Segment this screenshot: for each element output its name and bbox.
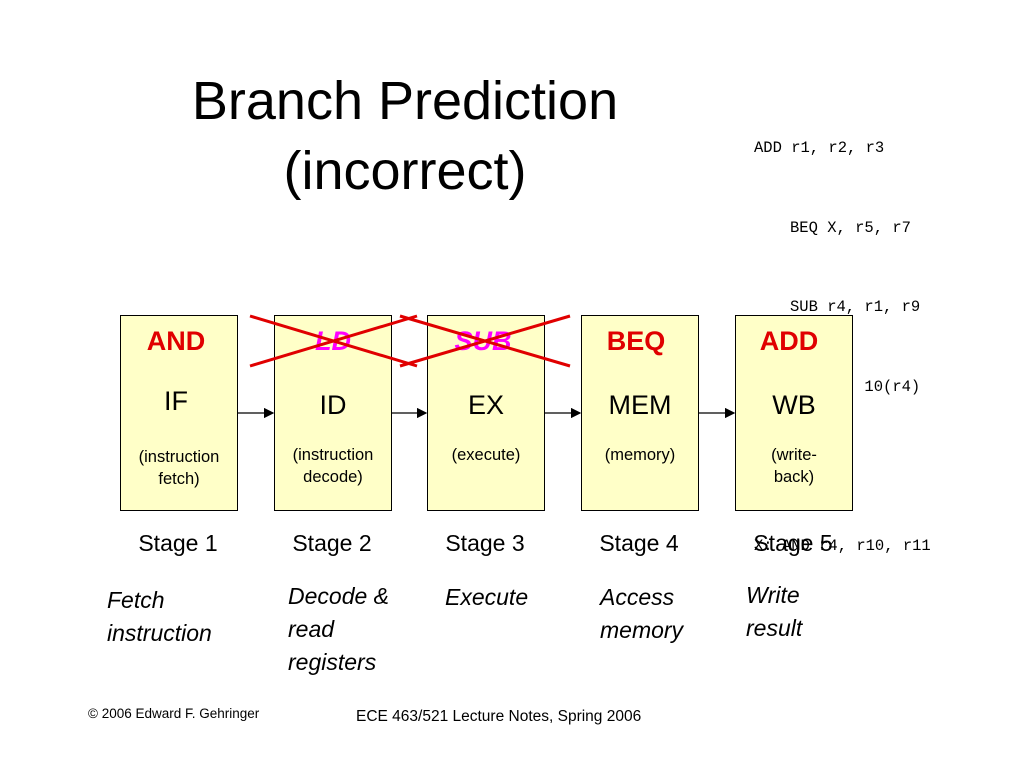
- stage-instruction-beq: BEQ: [606, 326, 666, 356]
- stage-label-2: Stage 2: [292, 530, 372, 556]
- stage-action-5: Write result: [746, 579, 802, 645]
- stage-label-5: Stage 5: [753, 530, 833, 556]
- title-line-2: (incorrect): [283, 141, 527, 201]
- stage-label-1: Stage 1: [138, 530, 218, 556]
- stage-action-2-line2: read: [288, 616, 335, 642]
- stage-desc-wb-line1: (write-: [771, 446, 817, 464]
- stage-abbr-wb: WB: [772, 390, 816, 420]
- cross-ld-line-b: [249, 314, 418, 368]
- code-line-1: ADD r1, r2, r3: [754, 139, 885, 157]
- stage-action-1-line2: instruction: [107, 620, 212, 646]
- stage-label-3: Stage 3: [445, 530, 525, 556]
- code-listing: ADD r1, r2, r3 BEQ X, r5, r7 SUB r4, r1,…: [754, 82, 931, 586]
- stage-action-1: Fetch instruction: [107, 584, 212, 650]
- stage-action-2-line3: registers: [288, 649, 377, 675]
- title-line-1: Branch Prediction: [191, 71, 619, 131]
- stage-desc-mem-line1: (memory): [604, 446, 676, 464]
- stage-desc-id: (instruction decode): [274, 444, 392, 488]
- footer-course: ECE 463/521 Lecture Notes, Spring 2006: [356, 708, 642, 725]
- stage-desc-if-line2: fetch): [158, 470, 200, 488]
- stage-action-5-line1: Write: [746, 582, 800, 608]
- stage-box-ex: [427, 315, 545, 511]
- stage-abbr-if: IF: [164, 386, 188, 416]
- cross-sub-line-b: [399, 314, 571, 368]
- stage-desc-wb: (write- back): [735, 444, 853, 488]
- stage-desc-if-line1: (instruction: [138, 448, 220, 466]
- stage-desc-ex-line1: (execute): [451, 446, 521, 464]
- stage-box-mem: [581, 315, 699, 511]
- stage-desc-if: (instruction fetch): [120, 446, 238, 490]
- stage-action-1-line1: Fetch: [107, 587, 165, 613]
- stage-action-4: Access memory: [600, 581, 683, 647]
- stage-instruction-add: ADD: [759, 326, 819, 356]
- stage-action-4-line1: Access: [600, 584, 675, 610]
- code-line-3: SUB r4, r1, r9: [790, 298, 921, 316]
- stage-action-3-line1: Execute: [445, 584, 529, 610]
- stage-instruction-and: AND: [146, 326, 206, 356]
- footer-copyright: © 2006 Edward F. Gehringer: [88, 706, 260, 721]
- stage-action-5-line2: result: [746, 615, 803, 641]
- stage-action-4-line2: memory: [600, 617, 684, 643]
- stage-desc-id-line2: decode): [303, 468, 363, 486]
- stage-desc-wb-line2: back): [773, 468, 815, 486]
- code-line-6: X: AND r4, r10, r11: [754, 536, 931, 555]
- slide-title: Branch Prediction (incorrect): [120, 66, 690, 206]
- stage-box-id: [274, 315, 392, 511]
- stage-desc-id-line1: (instruction: [292, 446, 374, 464]
- stage-desc-ex: (execute): [427, 444, 545, 466]
- stage-action-2-line1: Decode &: [288, 583, 390, 609]
- stage-abbr-ex: EX: [467, 390, 505, 420]
- stage-abbr-mem: MEM: [608, 390, 672, 420]
- code-line-2: BEQ X, r5, r7: [790, 218, 911, 237]
- stage-abbr-id: ID: [319, 390, 347, 420]
- stage-action-3: Execute: [445, 581, 528, 614]
- stage-label-4: Stage 4: [599, 530, 679, 556]
- stage-desc-mem: (memory): [581, 444, 699, 466]
- stage-action-2: Decode & read registers: [288, 580, 389, 679]
- stage-box-wb: [735, 315, 853, 511]
- stage-box-if: [120, 315, 238, 511]
